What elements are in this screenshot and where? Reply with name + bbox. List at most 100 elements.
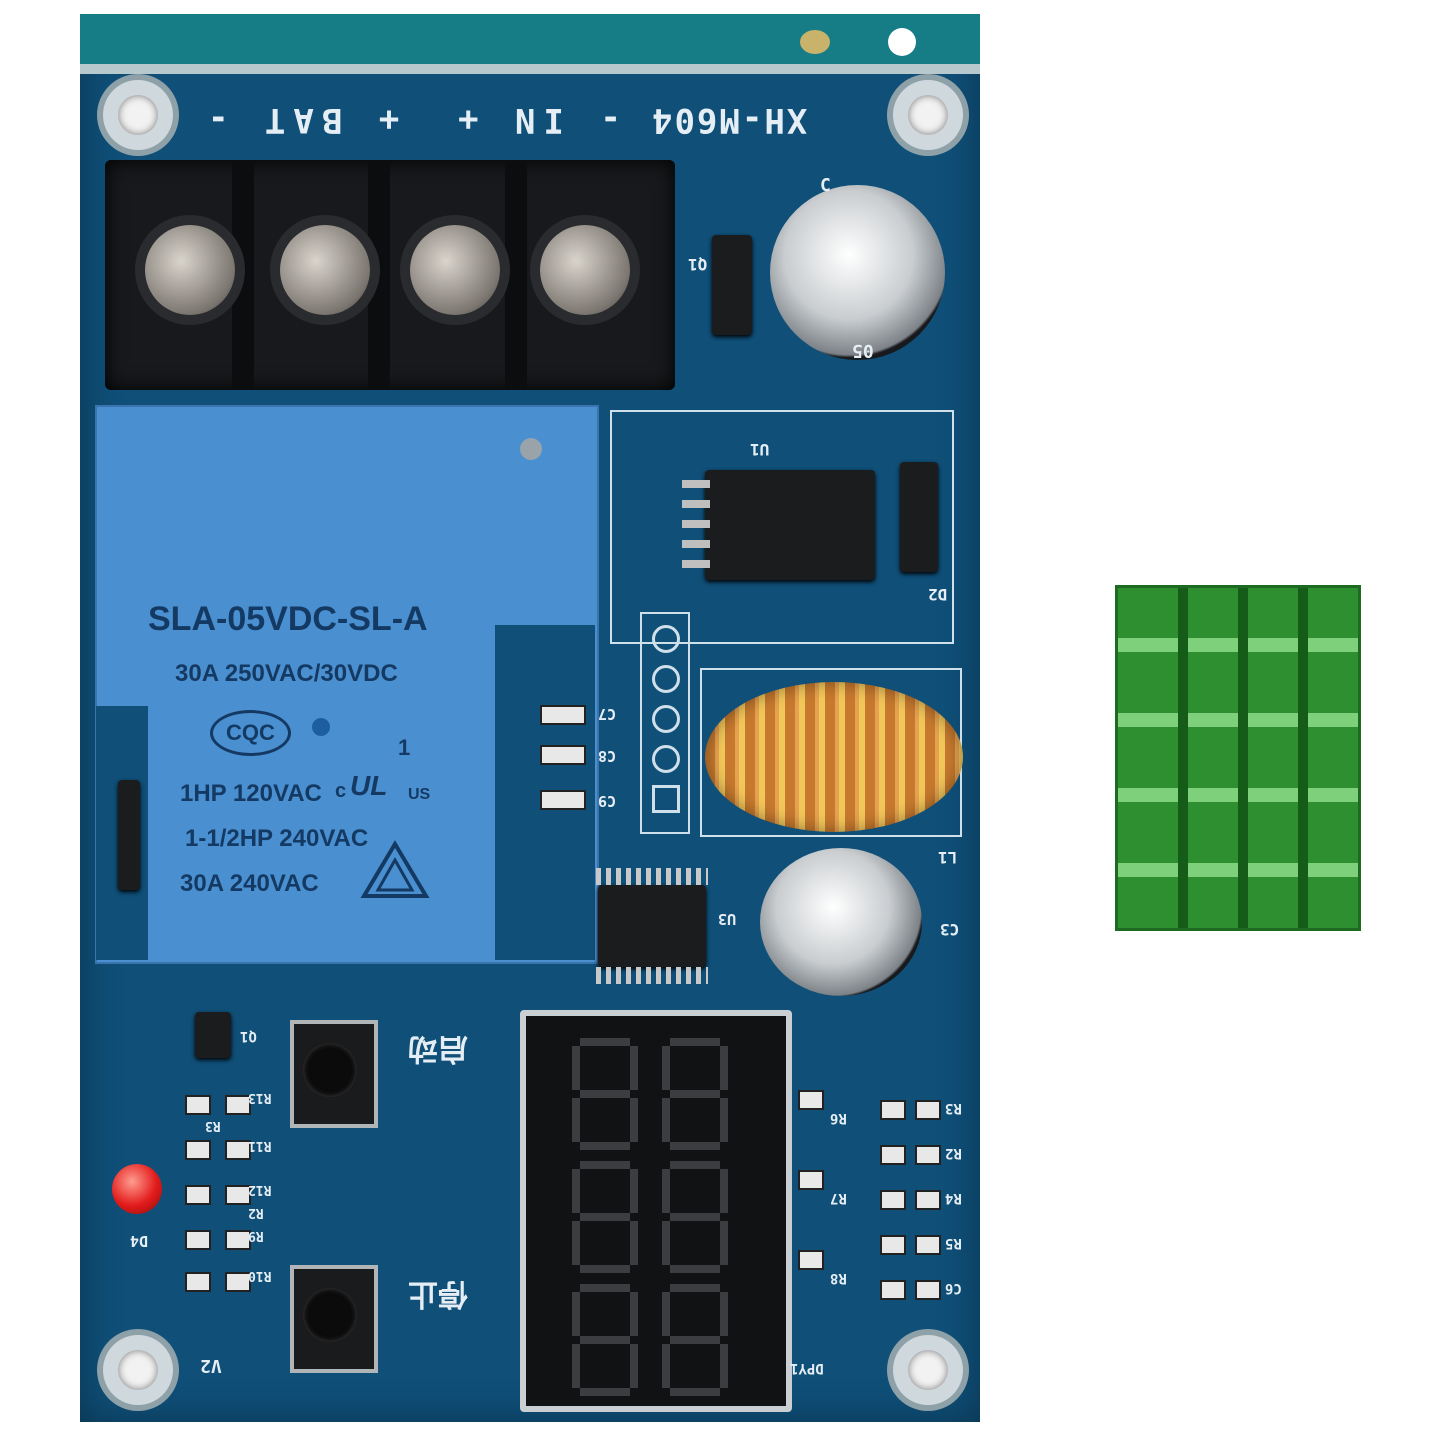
mounting-hole-bottom-right	[893, 1335, 963, 1405]
label-c6: C6	[945, 1280, 962, 1296]
relay-rating-2: 1HP 120VAC	[180, 780, 322, 807]
capacitor-c6	[880, 1280, 906, 1300]
label-r12: R12	[248, 1182, 272, 1197]
ccc-triangle-icon	[360, 840, 430, 898]
relay-rating-3: 1-1/2HP 240VAC	[185, 825, 369, 852]
resistor-r2-pad	[915, 1145, 941, 1165]
transistor-q1-bottom	[195, 1012, 231, 1058]
resistor-r4	[880, 1190, 906, 1210]
capacitor-c9	[540, 790, 586, 810]
label-c7: C7	[598, 705, 617, 723]
label-r5: R5	[945, 1235, 962, 1251]
label-c9: C9	[598, 792, 617, 810]
resistor-r7	[798, 1170, 824, 1190]
display-digit-row-3	[566, 1284, 746, 1396]
resistor-smd	[185, 1095, 211, 1115]
green-heatsink	[1115, 585, 1361, 931]
header-pin[interactable]	[652, 625, 680, 653]
cqc-logo: CQC	[210, 710, 291, 756]
relay-pin-number: 1	[398, 735, 411, 760]
relay-dot	[312, 718, 330, 736]
header-pin[interactable]	[652, 705, 680, 733]
diode-d2	[900, 462, 938, 572]
resistor-r11	[225, 1140, 251, 1160]
label-u1: U1	[750, 440, 770, 459]
label-v2: V2	[200, 1355, 222, 1376]
resistor-r2	[880, 1145, 906, 1165]
resistor-r3-left	[185, 1140, 211, 1160]
ul-logo: UL	[350, 770, 388, 801]
ic-pin	[682, 560, 710, 568]
label-r7: R7	[830, 1190, 847, 1206]
capacitor-c7	[540, 705, 586, 725]
pin-header	[640, 612, 690, 834]
electrolytic-capacitor-c3	[760, 848, 922, 996]
resistor-r12	[225, 1185, 251, 1205]
resistor-r13	[225, 1095, 251, 1115]
terminal-divider	[368, 160, 390, 390]
relay-model: SLA-05VDC-SL-A	[148, 600, 428, 638]
electrolytic-capacitor-large	[770, 185, 945, 360]
pcb-edge-strip	[80, 64, 980, 74]
diode-left	[118, 780, 140, 890]
terminal-screw	[540, 225, 630, 315]
label-r3-left: R3	[205, 1118, 221, 1133]
resistor-smd	[185, 1185, 211, 1205]
label-r10: R10	[248, 1268, 272, 1283]
start-button-label: 启动	[408, 1031, 468, 1066]
terminal-divider	[232, 160, 254, 390]
seven-segment-display	[520, 1010, 792, 1412]
label-in: - IN +	[450, 100, 621, 140]
mounting-hole-top-right	[893, 80, 963, 150]
terminal-screw	[145, 225, 235, 315]
label-r2-left: R2	[248, 1205, 264, 1220]
label-r2: R2	[945, 1145, 962, 1161]
relay-rating-1: 30A 250VAC/30VDC	[175, 660, 398, 687]
terminal-divider	[505, 160, 527, 390]
terminal-screw	[280, 225, 370, 315]
label-r4: R4	[945, 1190, 962, 1206]
resistor-r3-pad	[915, 1100, 941, 1120]
label-r3: R3	[945, 1100, 962, 1116]
resistor-r6	[798, 1090, 824, 1110]
resistor-r9	[225, 1230, 251, 1250]
stop-button-label: 停止	[408, 1276, 468, 1311]
label-cap-value: 05	[852, 340, 874, 361]
label-l1: L1	[938, 848, 958, 867]
ul-c-mark: c	[335, 780, 347, 802]
resistor-smd	[185, 1230, 211, 1250]
mounting-hole-top-left	[103, 80, 173, 150]
ic-u3-pins-top	[596, 868, 708, 885]
label-dpy1: DPY1	[790, 1360, 824, 1376]
label-model: XH-M604	[650, 100, 808, 140]
label-q1-bottom: Q1	[240, 1028, 257, 1044]
start-button[interactable]	[303, 1043, 357, 1097]
resistor-r8	[798, 1250, 824, 1270]
capacitor-c8	[540, 745, 586, 765]
top-hole	[888, 28, 916, 56]
resistor-r5	[880, 1235, 906, 1255]
stop-button[interactable]	[303, 1288, 357, 1342]
mounting-hole-bottom-left	[103, 1335, 173, 1405]
u1-outline	[610, 410, 954, 644]
ul-us-mark: US	[408, 786, 431, 803]
label-r11: R11	[248, 1138, 272, 1153]
transistor-q1	[712, 235, 752, 335]
header-pin[interactable]	[652, 745, 680, 773]
relay-rating-4: 30A 240VAC	[180, 870, 319, 897]
resistor-r3	[880, 1100, 906, 1120]
label-u3: U3	[718, 910, 737, 928]
header-pin[interactable]	[652, 665, 680, 693]
label-c3: C3	[940, 920, 960, 939]
label-bat: + BAT -	[200, 100, 400, 140]
ic-pin	[682, 480, 710, 488]
ic-pin	[682, 540, 710, 548]
label-d4: D4	[130, 1232, 149, 1250]
display-digit-row-2	[566, 1161, 746, 1273]
header-pin-square[interactable]	[652, 785, 680, 813]
pcb-top-edge	[80, 14, 980, 66]
label-c8: C8	[598, 747, 617, 765]
label-r8: R8	[830, 1270, 847, 1286]
display-digit-row-1	[566, 1038, 746, 1150]
label-c-top: C	[820, 175, 831, 196]
